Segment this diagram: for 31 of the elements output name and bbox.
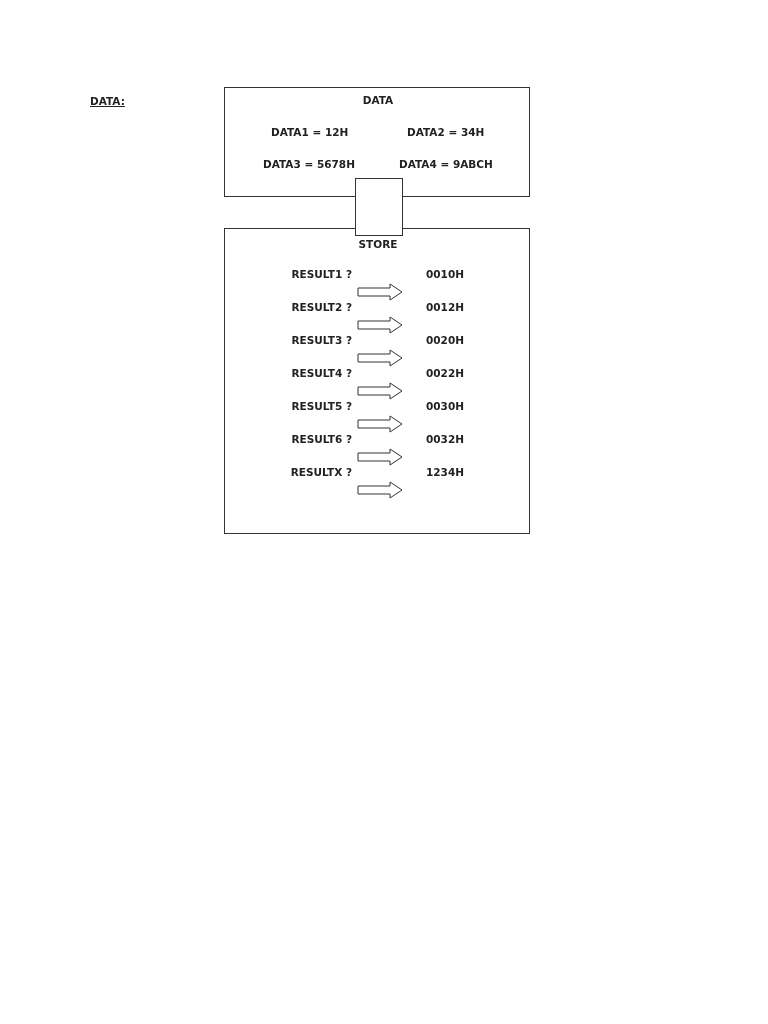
result-value: 1234H [426, 466, 464, 478]
data-value: DATA3 = 5678H [263, 158, 355, 170]
result-label: RESULTX ? [290, 466, 352, 478]
data-value: DATA4 = 9ABCH [399, 158, 493, 170]
block-arrow [357, 349, 403, 367]
result-value: 0022H [426, 367, 464, 379]
result-label: RESULT1 ? [291, 268, 352, 280]
result-value: 0032H [426, 433, 464, 445]
result-value: 0020H [426, 334, 464, 346]
result-label: RESULT5 ? [291, 400, 352, 412]
block-arrow [357, 382, 403, 400]
result-label: RESULT4 ? [291, 367, 352, 379]
block-arrow [357, 448, 403, 466]
box-heading: STORE [357, 238, 399, 250]
block-arrow [357, 415, 403, 433]
result-value: 0030H [426, 400, 464, 412]
block-arrow [357, 283, 403, 301]
result-value: 0010H [426, 268, 464, 280]
block-arrow [357, 481, 403, 499]
connector-block [355, 178, 403, 236]
result-label: RESULT2 ? [291, 301, 352, 313]
data-box [224, 87, 530, 197]
block-arrow [357, 316, 403, 334]
result-value: 0012H [426, 301, 464, 313]
box-heading: DATA [361, 94, 395, 106]
section-heading: DATA: [90, 95, 125, 107]
data-value: DATA2 = 34H [407, 126, 485, 138]
result-label: RESULT3 ? [291, 334, 352, 346]
result-label: RESULT6 ? [291, 433, 352, 445]
data-value: DATA1 = 12H [271, 126, 349, 138]
store-box [224, 228, 530, 534]
